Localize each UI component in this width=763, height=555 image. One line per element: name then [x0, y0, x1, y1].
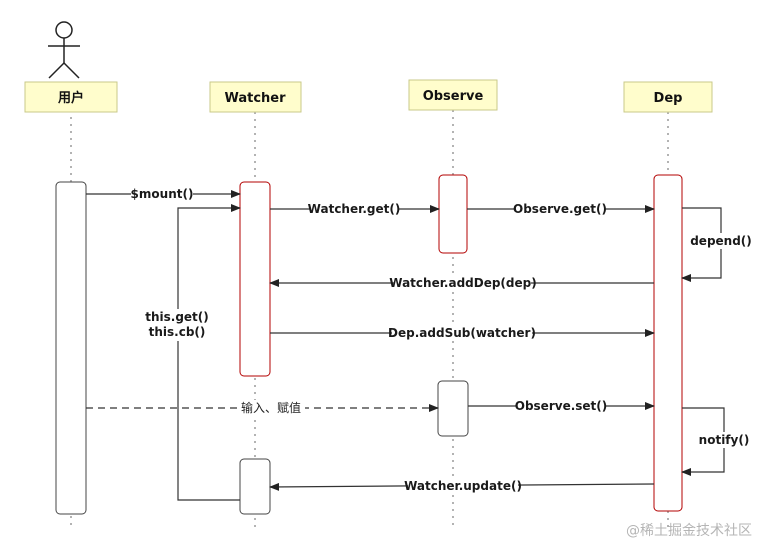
message-observe-get: Observe.get() — [513, 201, 607, 217]
activation-observe-1 — [438, 174, 468, 254]
message-depend-label: depend() — [690, 234, 752, 248]
message-watcher-update: Watcher.update() — [404, 478, 522, 494]
message-observe-get-label: Observe.get() — [513, 202, 607, 216]
activation-watcher-1 — [239, 181, 271, 377]
participant-observe-label: Observe — [423, 89, 484, 104]
message-input-assign: 输入、赋值 — [237, 400, 305, 416]
participant-dep: Dep — [623, 81, 713, 113]
participant-user-label: 用户 — [57, 90, 84, 106]
activation-dep — [653, 174, 683, 512]
message-this-cb-label: this.cb() — [149, 325, 206, 339]
message-this-get-cb: this.get() this.cb() — [145, 309, 209, 341]
activation-user — [55, 181, 87, 515]
message-add-sub: Dep.addSub(watcher) — [388, 325, 536, 341]
participant-watcher-label: Watcher — [224, 91, 286, 106]
watermark: @稀土掘金技术社区 — [626, 523, 752, 539]
message-watcher-get: Watcher.get() — [308, 201, 401, 217]
message-notify-label: notify() — [699, 433, 750, 447]
message-mount-label: $mount() — [131, 187, 194, 201]
message-input-assign-label: 输入、赋值 — [241, 400, 301, 415]
message-add-dep-label: Watcher.addDep(dep) — [389, 276, 536, 290]
participant-observe: Observe — [408, 79, 498, 111]
message-observe-set-label: Observe.set() — [515, 399, 608, 413]
message-observe-set: Observe.set() — [515, 398, 608, 414]
message-add-sub-label: Dep.addSub(watcher) — [388, 326, 536, 340]
message-watcher-get-label: Watcher.get() — [308, 202, 401, 216]
participant-user: 用户 — [24, 81, 118, 113]
message-add-dep: Watcher.addDep(dep) — [389, 275, 537, 291]
message-notify: notify() — [698, 432, 750, 448]
actor-figure-icon — [48, 21, 80, 79]
message-depend: depend() — [690, 233, 752, 249]
message-this-get-label: this.get() — [145, 310, 209, 324]
participant-dep-label: Dep — [654, 91, 683, 106]
activation-watcher-2 — [239, 458, 271, 515]
participant-watcher: Watcher — [209, 81, 302, 113]
message-mount: $mount() — [131, 186, 194, 202]
message-watcher-update-label: Watcher.update() — [404, 479, 522, 493]
activation-observe-2 — [437, 380, 469, 437]
message-this-get-cb-loop — [177, 204, 241, 501]
